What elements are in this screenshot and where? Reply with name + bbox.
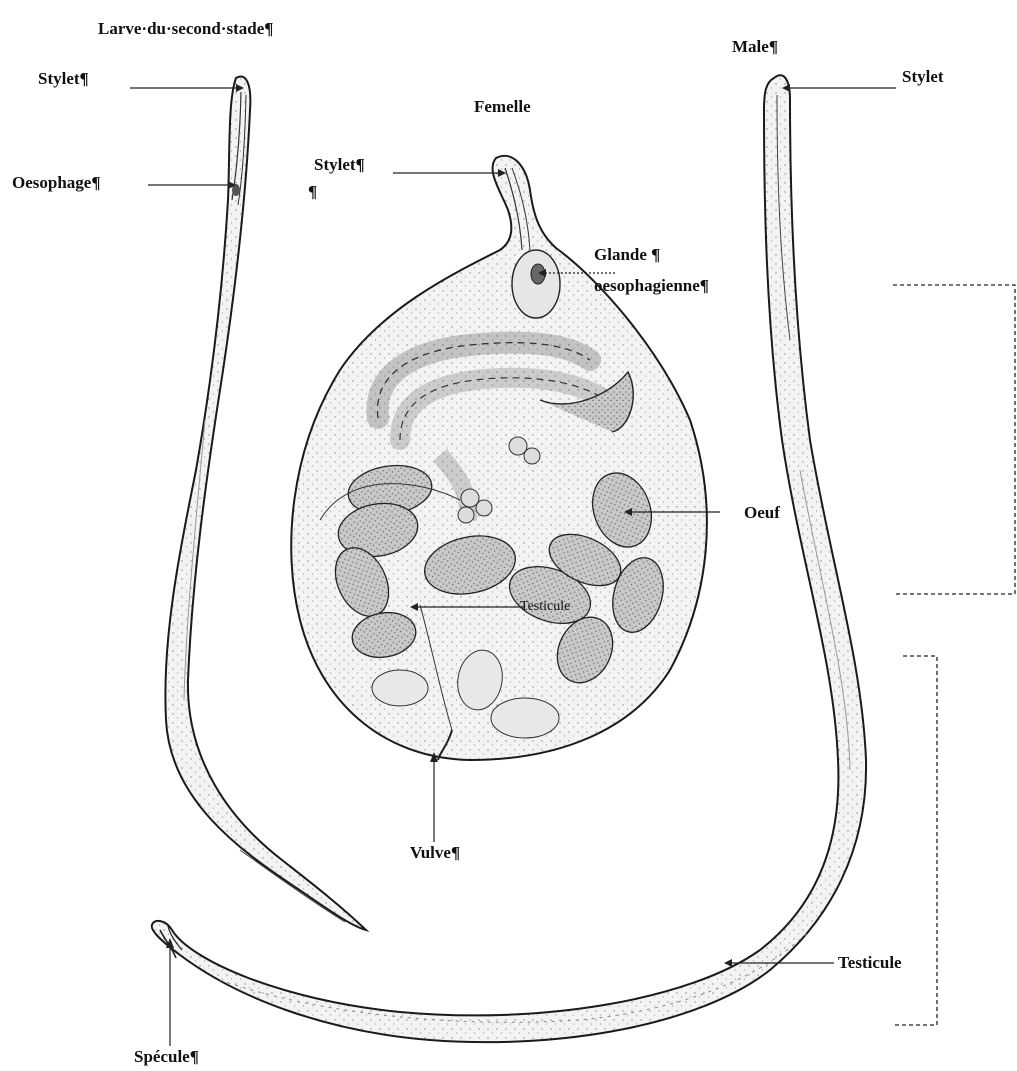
vulva-label: Vulve¶ [410, 843, 460, 862]
gland-label-line2: oesophagienne¶ [594, 276, 709, 295]
female-stylet-label: Stylet¶ [314, 155, 365, 174]
larva-title: Larve·du·second·stade¶ [98, 19, 273, 38]
female-title: Femelle [474, 97, 531, 116]
larva-stylet-label: Stylet¶ [38, 69, 89, 88]
male-testicule-label: Testicule [838, 953, 902, 972]
spicule-label: Spécule¶ [134, 1047, 199, 1066]
gland-label-line1: Glande ¶ [594, 245, 660, 264]
male-stylet-label: Stylet [902, 67, 944, 86]
larva-oesophagus-label: Oesophage¶ [12, 173, 101, 192]
male-title: Male¶ [732, 37, 778, 56]
egg-label: Oeuf [744, 503, 780, 522]
bracket-upper [893, 285, 1015, 594]
female-testicule-label: Testicule [520, 599, 570, 614]
female-stylet-mark: ¶ [308, 182, 317, 201]
